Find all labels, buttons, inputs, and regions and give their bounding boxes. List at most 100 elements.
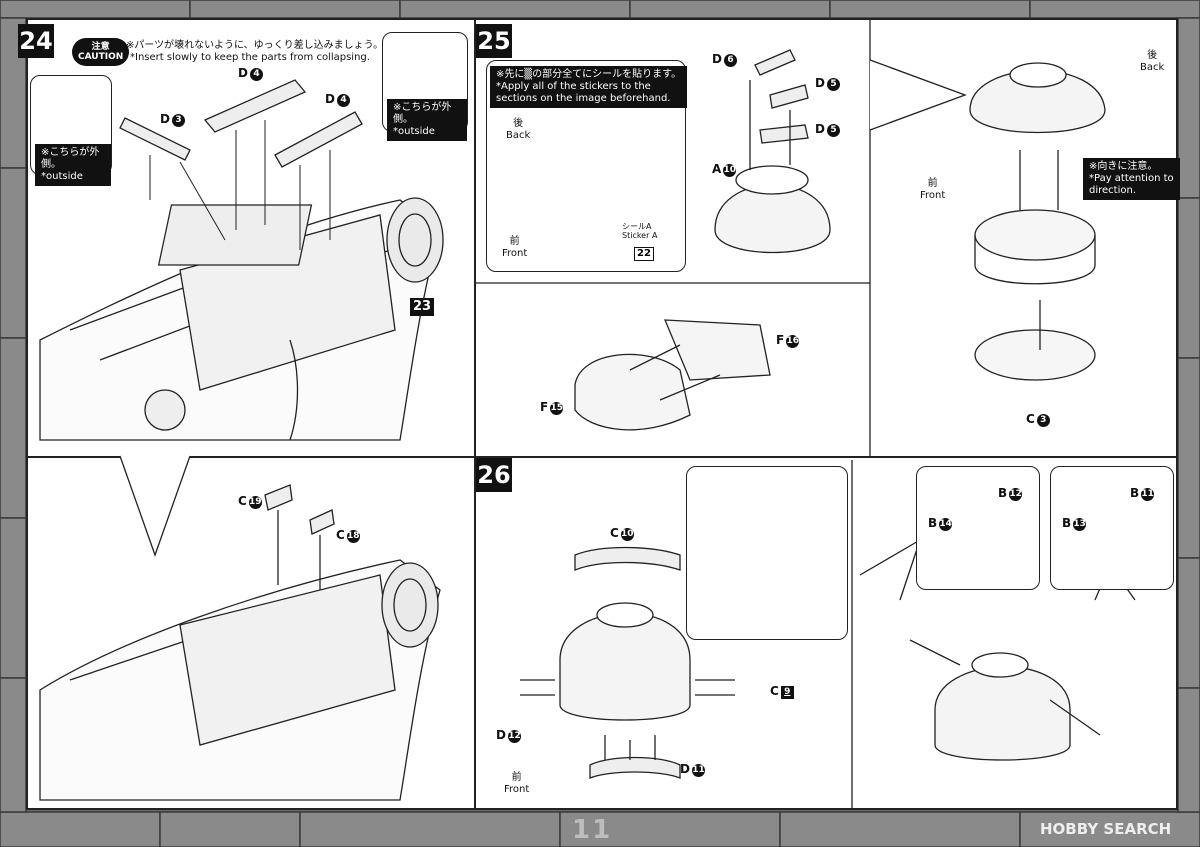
part-letter: C — [238, 494, 247, 508]
part-letter: C — [336, 528, 345, 542]
part-number: 11 — [1141, 488, 1155, 501]
outside-callout-left: ※こちらが外側。 *outside — [30, 75, 112, 186]
back-label: 後 Back — [506, 118, 530, 142]
front-en: Front — [502, 248, 528, 259]
part-number: 11 — [691, 764, 705, 777]
part-number: 10 — [620, 528, 634, 541]
part-letter: B — [928, 516, 938, 530]
caution-en: CAUTION — [78, 52, 124, 62]
part-letter: C — [1026, 412, 1035, 426]
direction-en-line1: *Pay attention to — [1089, 173, 1174, 184]
part-number: 15 — [550, 402, 564, 415]
part-number: 4 — [336, 94, 350, 107]
step-26-inset — [686, 466, 848, 640]
sticker-note-jp: ※先に▒の部分全てにシールを貼ります。 — [496, 69, 682, 80]
part-letter: C — [770, 684, 779, 698]
step-25-number: 25 — [476, 24, 512, 58]
part-number: 16 — [786, 335, 800, 348]
page-number: 11 — [572, 815, 613, 845]
part-letter: D — [325, 92, 335, 106]
caution-jp: 注意 — [91, 42, 110, 52]
part-letter: F — [540, 400, 549, 414]
sticker-jp: シールA — [622, 222, 652, 231]
outside-note-right: ※こちらが外側。 *outside — [387, 99, 467, 141]
part-number: 10 — [723, 164, 737, 177]
sticker-note: ※先に▒の部分全てにシールを貼ります。 *Apply all of the st… — [490, 66, 688, 108]
insert-note-jp: ※パーツが壊れないように、ゆっくり差し込みましょう。 — [126, 40, 384, 51]
part-number: 12 — [1009, 488, 1023, 501]
direction-jp: ※向きに注意。 — [1089, 161, 1158, 172]
part-number: 13 — [1073, 518, 1087, 531]
reference-step-23: 23 — [410, 298, 435, 316]
part-number: 9 — [780, 686, 794, 699]
front-en: Front — [920, 190, 946, 201]
step-26-inset-b13 — [1050, 466, 1174, 590]
direction-note: ※向きに注意。 *Pay attention to direction. — [1083, 158, 1180, 200]
insert-note-en: *Insert slowly to keep the parts from co… — [130, 52, 370, 63]
watermark: HOBBY SEARCH — [1040, 820, 1172, 838]
outside-jp-left: ※こちらが外側。 — [41, 147, 100, 170]
front-label-step-26: 前 Front — [504, 772, 529, 796]
sticker-number: 22 — [634, 247, 654, 261]
part-letter: B — [998, 486, 1008, 500]
part-number: 6 — [723, 54, 737, 67]
outside-jp-right: ※こちらが外側。 — [393, 102, 452, 125]
sticker-a-label: シールA Sticker A — [622, 222, 657, 240]
caution-badge: 注意 CAUTION — [72, 38, 130, 66]
part-letter: D — [680, 762, 690, 776]
part-letter: B — [1062, 516, 1072, 530]
part-number: 18 — [346, 530, 360, 543]
front-jp: 前 — [509, 236, 520, 247]
part-letter: D — [815, 76, 825, 90]
outside-en-right: *outside — [393, 126, 435, 137]
part-letter: A — [712, 162, 722, 176]
part-letter: D — [238, 66, 248, 80]
part-letter: C — [610, 526, 619, 540]
part-number: 14 — [939, 518, 953, 531]
back-jp: 後 — [513, 118, 524, 129]
front-en: Front — [504, 784, 530, 795]
part-letter: D — [160, 112, 170, 126]
front-jp: 前 — [927, 178, 938, 189]
front-label: 前 Front — [502, 236, 527, 260]
front-label-right: 前 Front — [920, 178, 945, 202]
part-letter: B — [1130, 486, 1140, 500]
part-letter: D — [712, 52, 722, 66]
outside-en-left: *outside — [41, 171, 83, 182]
part-letter: D — [496, 728, 506, 742]
part-number: 3 — [171, 114, 185, 127]
back-en: Back — [506, 130, 531, 141]
step-26-inset-b14 — [916, 466, 1040, 590]
sticker-note-en-line1: *Apply all of the stickers to the — [496, 81, 651, 92]
part-letter: D — [815, 122, 825, 136]
outside-callout-right: ※こちらが外側。 *outside — [382, 32, 468, 141]
step-24-bottom-panel — [26, 456, 476, 810]
part-number: 19 — [248, 496, 262, 509]
back-en: Back — [1140, 62, 1165, 73]
part-number: 3 — [1036, 414, 1050, 427]
outside-note-left: ※こちらが外側。 *outside — [35, 144, 111, 186]
front-jp: 前 — [511, 772, 522, 783]
back-jp: 後 — [1147, 50, 1158, 61]
